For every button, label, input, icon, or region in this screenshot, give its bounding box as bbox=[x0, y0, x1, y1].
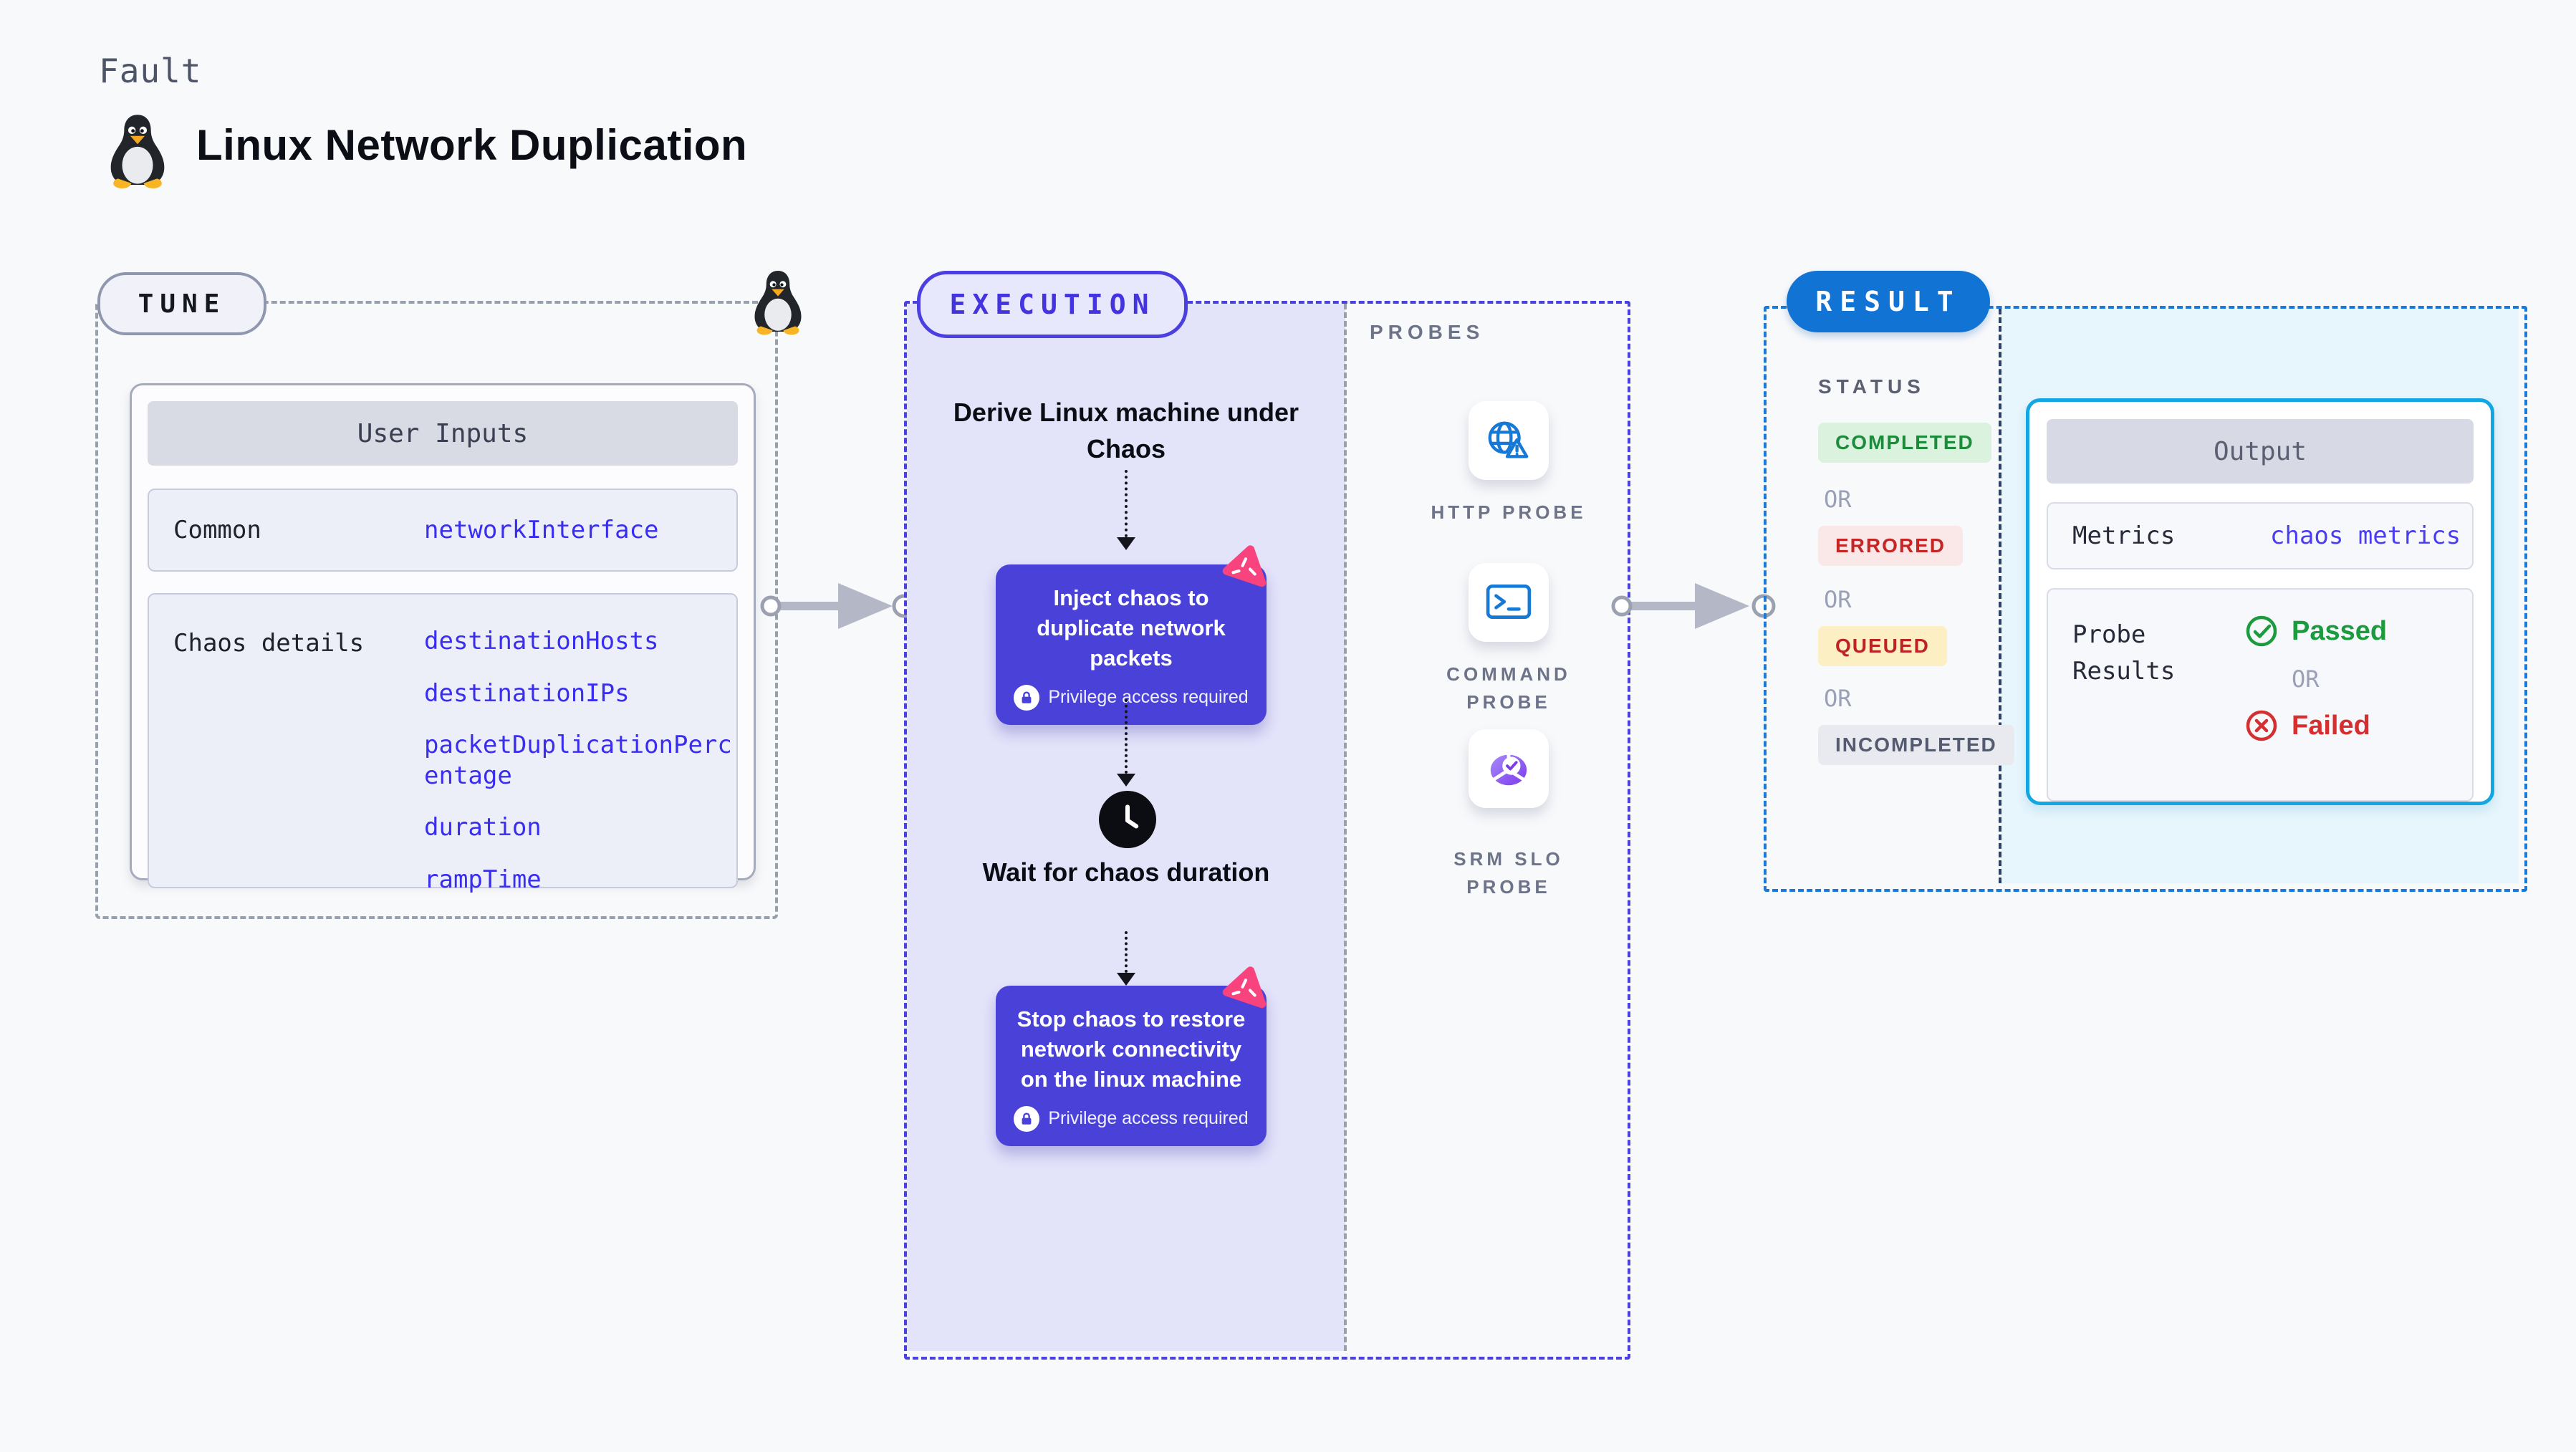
status-badge-completed: COMPLETED bbox=[1818, 423, 1991, 463]
status-badge-incompleted: INCOMPLETED bbox=[1818, 725, 2014, 765]
output-title: Output bbox=[2047, 419, 2474, 484]
wait-step-title: Wait for chaos duration bbox=[982, 857, 1270, 887]
srm-slo-probe-label: SRM SLO PROBE bbox=[1453, 848, 1564, 898]
globe-alert-icon bbox=[1488, 421, 1529, 458]
user-inputs-card: User Inputs Common networkInterface Chao… bbox=[130, 383, 756, 894]
wait-clock-icon bbox=[1099, 791, 1156, 848]
status-badge-errored: ERRORED bbox=[1818, 526, 1964, 566]
x-circle-icon bbox=[2246, 710, 2277, 741]
derive-step-title: Derive Linux machine under Chaos bbox=[953, 398, 1299, 464]
chaos-faults-logo-icon bbox=[1222, 966, 1269, 1013]
flow-connector-arrowhead bbox=[1117, 774, 1135, 787]
command-probe-card bbox=[1469, 563, 1549, 642]
failed-label: Failed bbox=[2292, 710, 2370, 741]
lock-icon bbox=[1014, 1105, 1040, 1132]
chaos-faults-logo-icon bbox=[1222, 544, 1269, 592]
probes-column-title: PROBES bbox=[1370, 321, 1485, 343]
privilege-note: Privilege access required bbox=[1048, 687, 1249, 708]
or-separator: OR bbox=[1824, 685, 1852, 712]
input-row-label: Common bbox=[173, 516, 261, 544]
lock-icon bbox=[1014, 684, 1040, 711]
probe-results-label: Probe Results bbox=[2072, 620, 2176, 686]
command-probe-label: COMMAND PROBE bbox=[1446, 663, 1571, 713]
input-value: destinationIPs bbox=[424, 678, 630, 708]
linux-tux-icon bbox=[754, 271, 802, 335]
stop-chaos-title: Stop chaos to restore network connectivi… bbox=[1017, 1006, 1246, 1092]
input-row-common: Common networkInterface bbox=[148, 489, 738, 572]
execution-section-badge: EXECUTION bbox=[917, 271, 1188, 338]
linux-tux-icon bbox=[110, 115, 165, 189]
inject-chaos-step: Inject chaos to duplicate network packet… bbox=[996, 564, 1267, 725]
tune-section-badge: TUNE bbox=[97, 272, 266, 335]
page-title: Linux Network Duplication bbox=[196, 121, 748, 169]
execution-section-outline bbox=[904, 301, 1630, 1360]
input-value: destinationHosts bbox=[424, 627, 659, 655]
http-probe-label: HTTP PROBE bbox=[1431, 501, 1587, 523]
privilege-note: Privilege access required bbox=[1048, 1108, 1249, 1129]
flow-connector bbox=[1125, 931, 1128, 973]
flow-connector bbox=[1125, 470, 1128, 537]
or-separator: OR bbox=[1824, 586, 1852, 613]
execution-probes-divider bbox=[1344, 304, 1347, 1351]
status-column-title: STATUS bbox=[1818, 375, 1926, 398]
input-value: packetDuplicationPercentage bbox=[424, 731, 732, 790]
check-circle-icon bbox=[2246, 615, 2277, 647]
input-row-label: Chaos details bbox=[173, 629, 365, 658]
inject-chaos-title: Inject chaos to duplicate network packet… bbox=[1037, 585, 1226, 670]
passed-label: Passed bbox=[2292, 615, 2388, 646]
probe-results-row: Probe Results Passed OR Failed bbox=[2047, 588, 2474, 802]
or-separator: OR bbox=[1824, 486, 1852, 513]
status-output-divider bbox=[1999, 309, 2001, 883]
user-inputs-title: User Inputs bbox=[148, 401, 738, 466]
metrics-row: Metrics chaos metrics bbox=[2047, 502, 2474, 569]
fault-eyebrow: Fault bbox=[99, 52, 202, 90]
http-probe-card bbox=[1469, 401, 1549, 480]
input-value: duration bbox=[424, 813, 542, 842]
input-value: networkInterface bbox=[424, 515, 659, 544]
tune-to-execution-arrow bbox=[760, 583, 916, 629]
input-value: rampTime bbox=[424, 865, 542, 894]
terminal-icon bbox=[1486, 584, 1532, 619]
flow-connector-arrowhead bbox=[1117, 537, 1135, 550]
slo-donut-icon bbox=[1490, 753, 1527, 786]
metrics-value: chaos metrics bbox=[2270, 521, 2461, 550]
input-row-chaos-details: Chaos details destinationHosts destinati… bbox=[148, 593, 738, 894]
output-card: Output Metrics chaos metrics Probe Resul… bbox=[2026, 398, 2494, 805]
result-section-outline bbox=[1764, 306, 2527, 892]
result-section-badge: RESULT bbox=[1787, 271, 1990, 332]
flow-connector-arrowhead bbox=[1117, 973, 1135, 986]
or-separator: OR bbox=[2292, 665, 2320, 693]
srm-slo-probe-card bbox=[1469, 729, 1549, 808]
status-badge-queued: QUEUED bbox=[1818, 626, 1947, 666]
metrics-label: Metrics bbox=[2072, 521, 2176, 550]
stop-chaos-step: Stop chaos to restore network connectivi… bbox=[996, 986, 1267, 1146]
flow-connector bbox=[1125, 699, 1128, 774]
execution-to-result-arrow bbox=[1611, 583, 1776, 629]
